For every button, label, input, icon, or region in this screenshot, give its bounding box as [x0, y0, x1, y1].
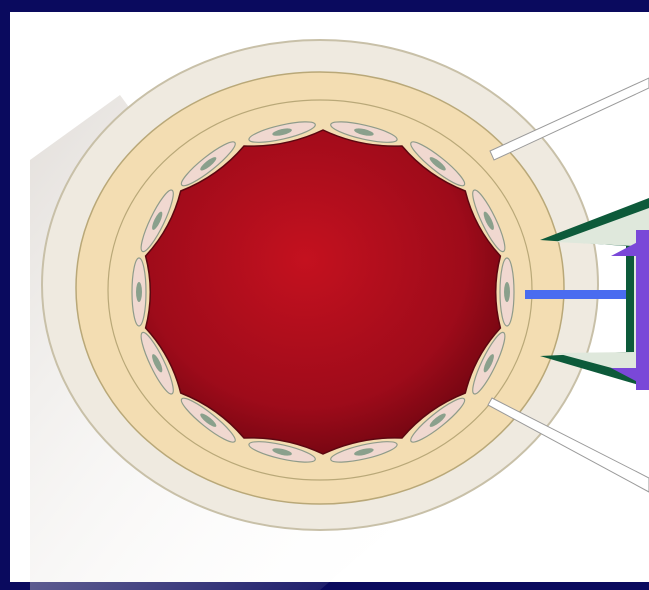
layer-indicator: [525, 290, 626, 299]
lining-cell-nucleus: [136, 282, 142, 302]
callout-box-main: [636, 230, 649, 390]
lining-cell-nucleus: [504, 282, 510, 302]
